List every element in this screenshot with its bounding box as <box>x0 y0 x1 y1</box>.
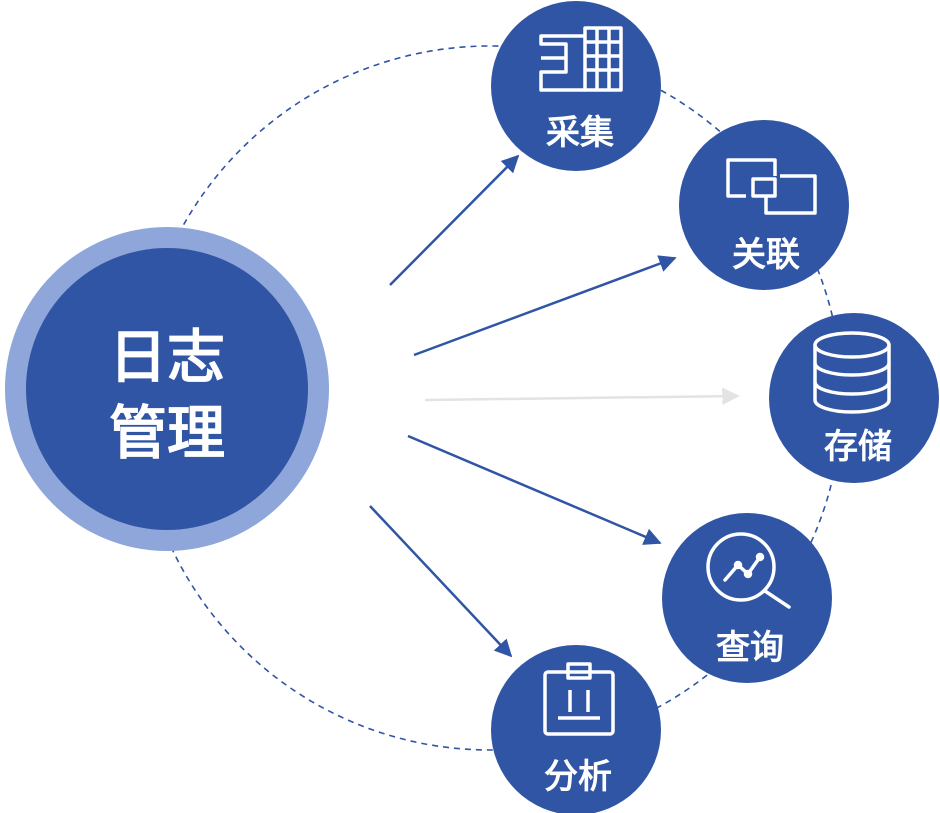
link-squares-icon <box>726 158 817 215</box>
node-label-store: 存储 <box>824 427 892 467</box>
node-label-analyze: 分析 <box>544 757 612 797</box>
search-trend-icon <box>706 532 791 609</box>
node-correlate: 关联 <box>679 120 849 290</box>
node-collect: 采集 <box>491 1 661 171</box>
arrow-to-query <box>407 434 662 545</box>
center-node: 日志 管理 <box>5 227 329 551</box>
node-query: 查询 <box>662 513 832 683</box>
arrow-to-analyze <box>369 505 513 658</box>
database-icon <box>813 331 891 414</box>
node-label-query: 查询 <box>716 628 784 668</box>
node-store: 存储 <box>769 313 939 483</box>
arrow-to-collect <box>389 154 520 286</box>
clipboard-icon <box>543 662 615 736</box>
center-title-line2: 管理 <box>109 399 225 467</box>
node-label-correlate: 关联 <box>732 235 800 275</box>
arrow-to-correlate <box>413 255 677 357</box>
center-title-line1: 日志 <box>109 323 225 391</box>
arrow-to-store <box>424 387 740 405</box>
building-icon <box>539 26 623 92</box>
node-label-collect: 采集 <box>546 113 614 153</box>
node-analyze: 分析 <box>491 645 661 813</box>
